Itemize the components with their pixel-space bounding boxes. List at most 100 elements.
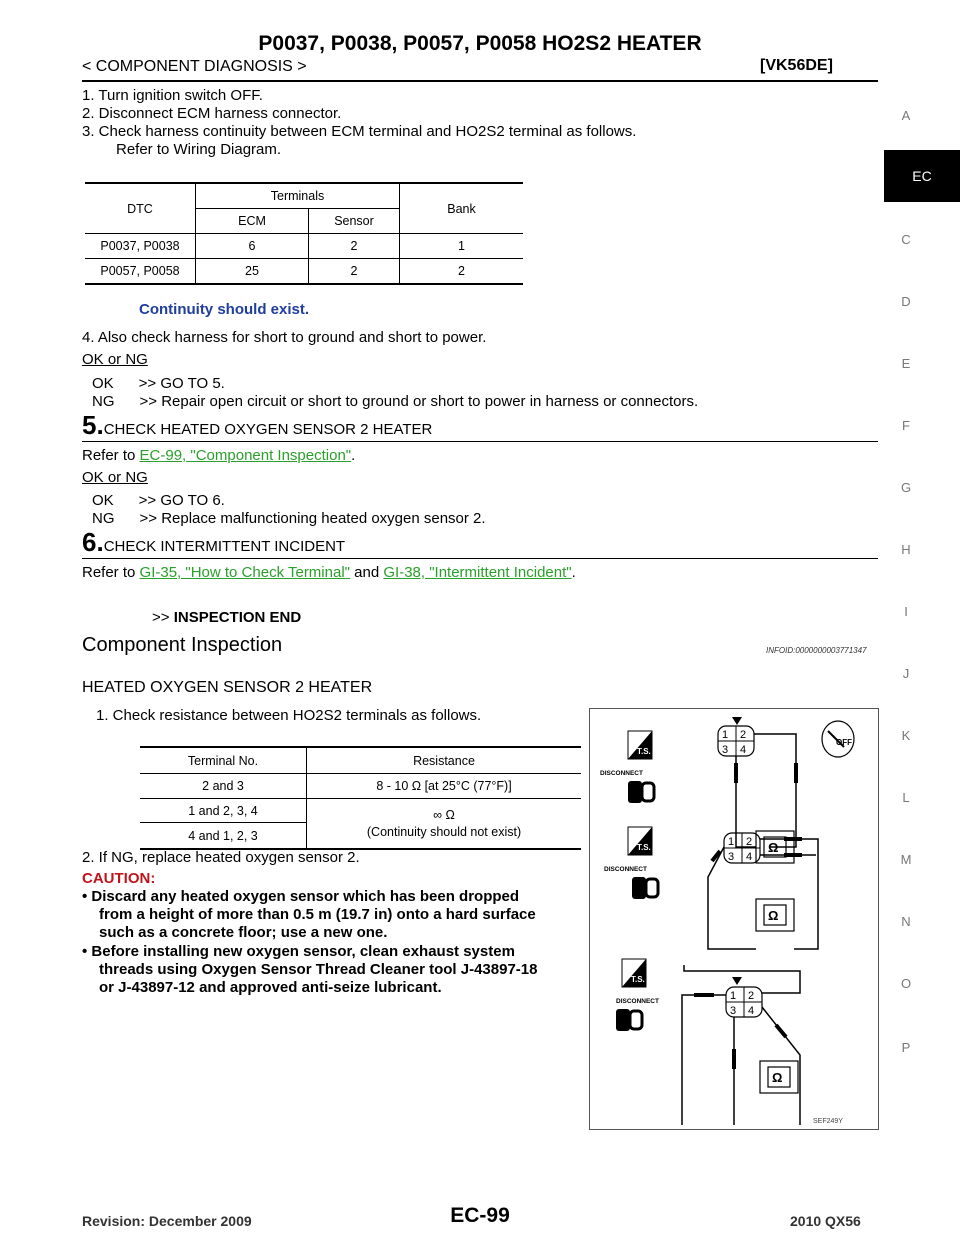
- cell-sensor: 2: [308, 233, 400, 259]
- model-label: 2010 QX56: [790, 1213, 861, 1229]
- ohmmeter-1: Ω: [755, 830, 795, 864]
- side-index-m[interactable]: M: [900, 852, 912, 867]
- th-terminals: Terminals: [195, 182, 400, 209]
- ng-result: NG >> Repair open circuit or short to gr…: [92, 393, 699, 410]
- ng-result: NG >> Replace malfunctioning heated oxyg…: [92, 510, 486, 527]
- step6-rule: [82, 558, 878, 559]
- refer-and: and: [349, 564, 384, 581]
- inspect-item-2: 2. If NG, replace heated oxygen sensor 2…: [82, 849, 360, 866]
- link-gi-38[interactable]: GI-38, "Intermittent Incident": [383, 564, 572, 581]
- pin-1: 1: [728, 836, 734, 848]
- ok-result: OK >> GO TO 6.: [92, 492, 225, 509]
- side-index-i[interactable]: I: [904, 604, 908, 619]
- th-sensor: Sensor: [308, 208, 400, 234]
- side-index-d[interactable]: D: [901, 294, 911, 309]
- side-index-c[interactable]: C: [901, 232, 911, 247]
- cell-terminal: 2 and 3: [140, 773, 307, 799]
- step5-header: 5. CHECK HEATED OXYGEN SENSOR 2 HEATER: [82, 410, 432, 441]
- disconnect-connector-icon: [632, 877, 660, 899]
- refer-suffix: .: [571, 564, 576, 581]
- th-dtc: DTC: [85, 182, 196, 234]
- caution-line: Discard any heated oxygen sensor which h…: [91, 888, 520, 905]
- step-item-3: 3. Check harness continuity between ECM …: [82, 123, 637, 140]
- step6-number: 6.: [82, 527, 104, 557]
- cell-ecm: 25: [195, 258, 309, 285]
- cell-infinite: ∞ Ω (Continuity should not exist): [306, 798, 581, 850]
- table-row: P0037, P0038 6 2 1: [85, 233, 523, 259]
- pin-4: 4: [746, 851, 752, 863]
- pin-4: 4: [748, 1005, 754, 1017]
- cell-dtc: P0057, P0058: [85, 258, 196, 285]
- infinite-value: ∞ Ω: [433, 807, 455, 822]
- pin-1: 1: [722, 729, 728, 741]
- cell-terminal: 1 and 2, 3, 4: [140, 798, 307, 823]
- step6-title: CHECK INTERMITTENT INCIDENT: [103, 538, 346, 555]
- infinite-note: (Continuity should not exist): [366, 824, 522, 839]
- link-ec-99[interactable]: EC-99, "Component Inspection": [139, 447, 352, 464]
- ts-badge-2: T.S.: [627, 826, 653, 856]
- pin-1: 1: [730, 990, 736, 1002]
- pin-4: 4: [740, 744, 746, 756]
- side-index-e[interactable]: E: [901, 356, 911, 371]
- step6-refer: Refer to GI-35, "How to Check Terminal" …: [82, 563, 576, 582]
- pin-2: 2: [740, 729, 746, 741]
- side-index-a[interactable]: A: [901, 108, 911, 123]
- disconnect-label: DISCONNECT: [600, 770, 643, 777]
- ohm-symbol: Ω: [768, 908, 778, 923]
- step5-title: CHECK HEATED OXYGEN SENSOR 2 HEATER: [103, 421, 433, 438]
- caution-line: threads using Oxygen Sensor Thread Clean…: [99, 961, 538, 978]
- step5-refer: Refer to EC-99, "Component Inspection".: [82, 446, 355, 465]
- page-number: EC-99: [450, 1204, 510, 1227]
- caution-item-2: • Before installing new oxygen sensor, c…: [82, 943, 579, 997]
- th-terminal: Terminal No.: [140, 746, 307, 774]
- page-title: P0037, P0038, P0057, P0058 HO2S2 HEATER: [258, 32, 702, 55]
- step-item-4: 4. Also check harness for short to groun…: [82, 329, 487, 346]
- disconnect-connector-icon: [616, 1009, 644, 1031]
- inspection-end: >> INSPECTION END: [152, 608, 301, 627]
- pin-2: 2: [748, 990, 754, 1002]
- ok-result: OK >> GO TO 5.: [92, 375, 225, 392]
- sensor-connector-3: 1 2 3 4: [725, 977, 763, 1018]
- cell-bank: 1: [399, 233, 523, 259]
- side-index-n[interactable]: N: [901, 914, 911, 929]
- side-index-k[interactable]: K: [901, 728, 911, 743]
- ok-ng-label: OK or NG: [82, 469, 148, 486]
- revision-label: Revision: December 2009: [82, 1213, 252, 1229]
- side-index-o[interactable]: O: [900, 976, 912, 991]
- side-index-l[interactable]: L: [902, 790, 910, 805]
- ts-badge-3: T.S.: [621, 958, 647, 988]
- side-index-g[interactable]: G: [900, 480, 912, 495]
- end-prefix: >>: [152, 609, 174, 626]
- link-gi-35[interactable]: GI-35, "How to Check Terminal": [139, 564, 350, 581]
- inspect-item-1: 1. Check resistance between HO2S2 termin…: [96, 707, 482, 724]
- step-item-3-note: Refer to Wiring Diagram.: [116, 141, 282, 158]
- pin-3: 3: [728, 851, 734, 863]
- ts-label: T.S.: [631, 975, 645, 984]
- caution-line: such as a concrete floor; use a new one.: [99, 924, 388, 941]
- side-index-h[interactable]: H: [901, 542, 911, 557]
- side-index-f[interactable]: F: [902, 418, 910, 433]
- refer-suffix: .: [351, 447, 356, 464]
- ignition-off-icon: OFF: [821, 720, 855, 758]
- caution-line: Before installing new oxygen sensor, cle…: [91, 943, 515, 960]
- cell-bank: 2: [399, 258, 523, 285]
- cell-ecm: 6: [195, 233, 309, 259]
- side-index-p[interactable]: P: [901, 1040, 911, 1055]
- refer-prefix: Refer to: [82, 447, 140, 464]
- side-index-ec[interactable]: EC: [884, 150, 960, 202]
- table-row: 4 and 1, 2, 3: [140, 822, 581, 850]
- side-index-j[interactable]: J: [902, 666, 910, 681]
- step-item-2: 2. Disconnect ECM harness connector.: [82, 105, 342, 122]
- caution-line: from a height of more than 0.5 m (19.7 i…: [99, 906, 536, 923]
- refer-prefix: Refer to: [82, 564, 140, 581]
- caution-label: CAUTION:: [82, 870, 156, 887]
- th-bank: Bank: [399, 182, 523, 234]
- ts-label: T.S.: [637, 843, 651, 852]
- cell-dtc: P0037, P0038: [85, 233, 196, 259]
- table-row: P0057, P0058 25 2 2: [85, 258, 523, 285]
- resistance-test-diagram: T.S. DISCONNECT 1 2 3 4 Ω OFF: [589, 708, 879, 1130]
- info-id: INFOID:0000000003771347: [766, 646, 867, 655]
- pin-3: 3: [722, 744, 728, 756]
- ohmmeter-3: Ω: [759, 1060, 799, 1094]
- resistance-table: Terminal No. Resistance 2 and 3 8 - 10 Ω…: [140, 746, 581, 850]
